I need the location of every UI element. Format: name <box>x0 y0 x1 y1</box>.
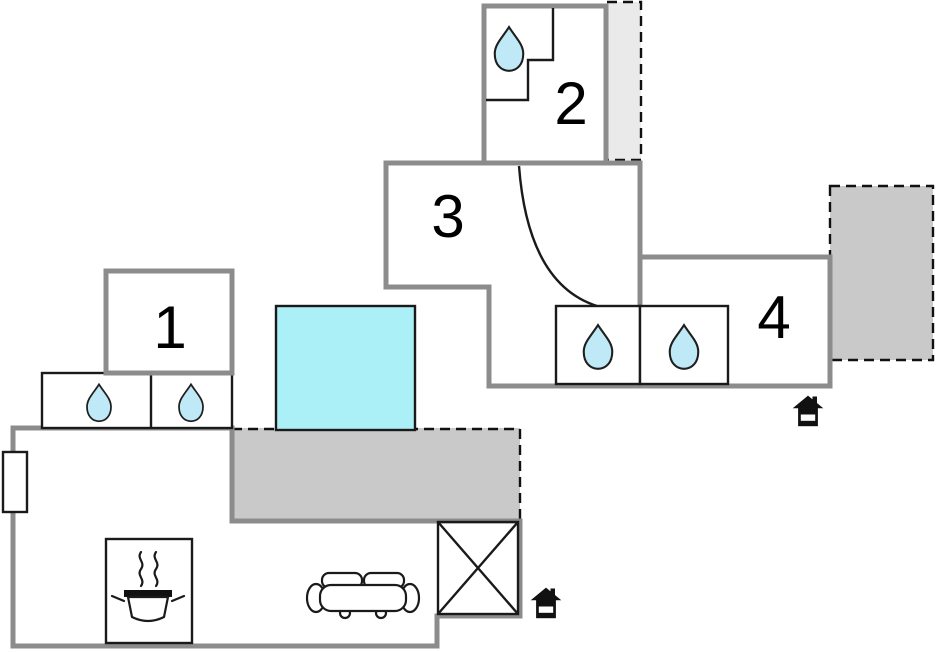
room-4-label: 4 <box>757 284 790 351</box>
room-3-label: 3 <box>431 183 464 250</box>
cross-area-x-icon <box>437 521 519 615</box>
room-2-label: 2 <box>554 70 587 137</box>
room-2-floor <box>481 3 609 166</box>
room-2-partition <box>486 8 555 102</box>
room-1-label: 1 <box>153 294 186 361</box>
steam-icon <box>138 550 144 588</box>
washroom-row <box>40 371 234 430</box>
cross-area <box>436 520 520 616</box>
door-left <box>1 450 29 514</box>
sofa-seat <box>318 583 408 613</box>
door-swing-arc <box>517 165 598 308</box>
steam-icon <box>153 550 159 588</box>
terrace-bottom-area <box>232 428 520 521</box>
pot-body <box>126 595 170 623</box>
terrace-right-dashed-area <box>828 184 935 362</box>
balcony-dashed-area <box>605 0 643 162</box>
pot-rim <box>124 590 172 597</box>
entrance-house-icon <box>530 587 562 619</box>
stove-icon <box>110 550 186 623</box>
pool <box>274 304 417 432</box>
sofa-icon <box>305 571 421 620</box>
entrance-house-icon <box>792 395 824 427</box>
wc-left <box>554 304 642 386</box>
room-1-floor <box>103 268 235 376</box>
pot-handles <box>110 594 186 603</box>
